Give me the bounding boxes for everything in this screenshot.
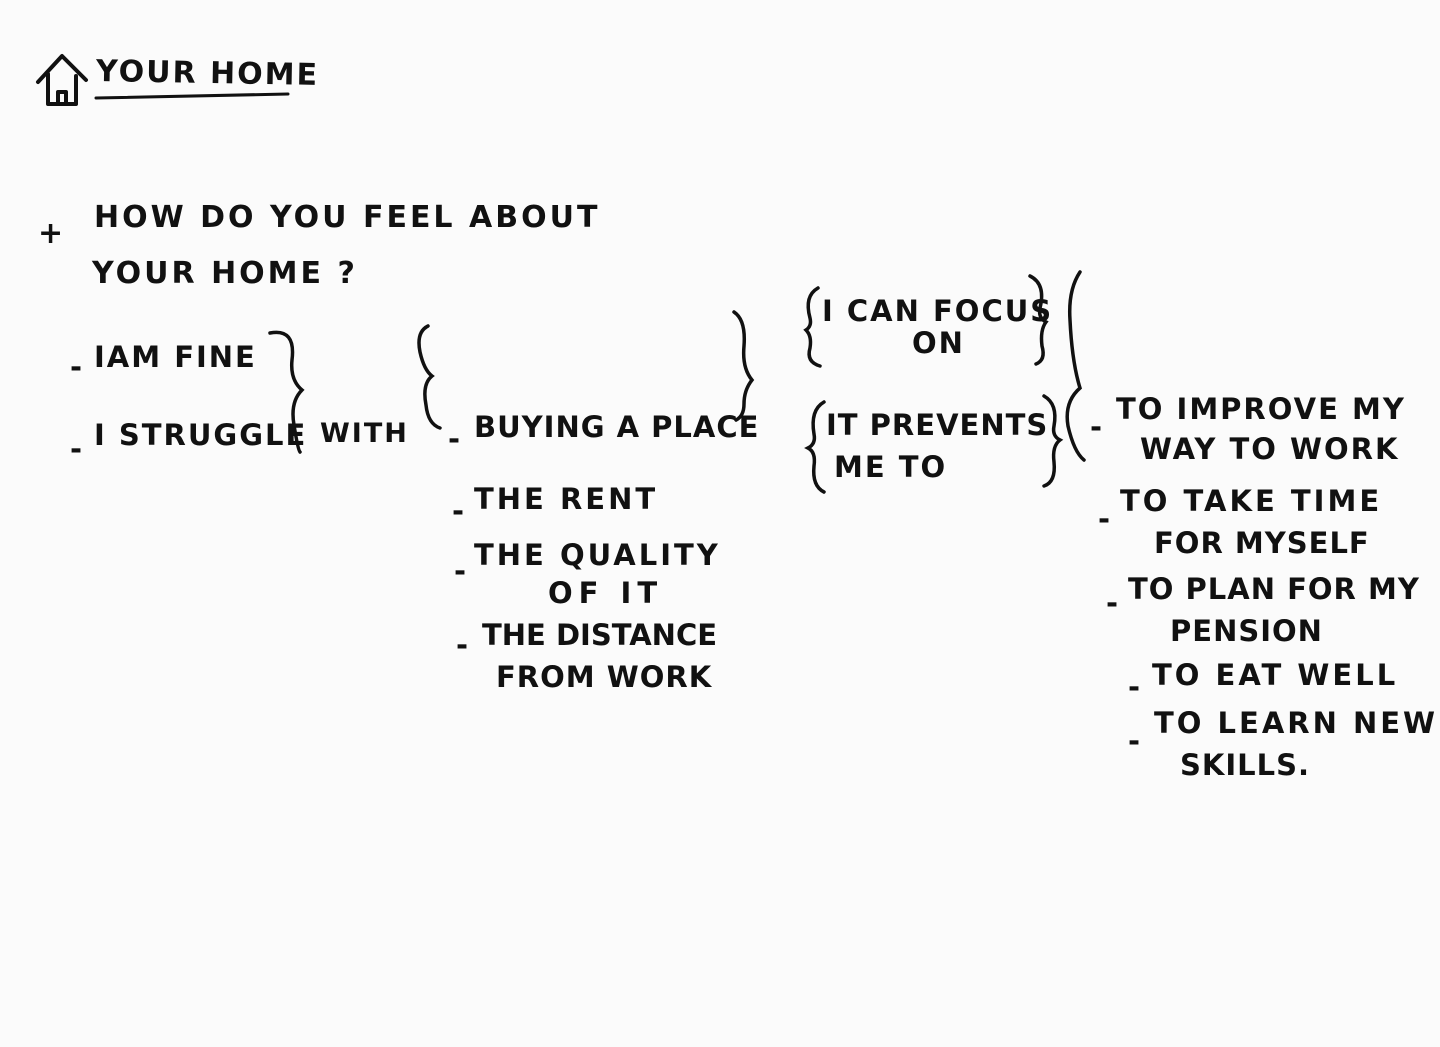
goal-4-bullet: - [1128, 670, 1143, 704]
feelings-close-bracket [268, 330, 305, 454]
page-title: YOUR HOME [95, 54, 320, 93]
effect-1-line-1: I CAN FOCUS [822, 294, 1054, 328]
goal-1-line-1: TO IMPROVE MY [1116, 392, 1406, 426]
effect2-open-curly [804, 400, 826, 494]
goals-open-curly [1065, 270, 1086, 462]
topics-open-curly [417, 324, 442, 430]
feeling-2-bullet: - [70, 432, 85, 466]
question-marker: + [38, 216, 66, 251]
topic-2-line-1: THE RENT [474, 482, 659, 516]
effect2-close-curly [1042, 394, 1064, 488]
question-line-1: HOW DO YOU FEEL ABOUT [94, 200, 601, 235]
goal-3-bullet: - [1106, 586, 1121, 620]
feeling-2-text: I STRUGGLE [94, 418, 308, 452]
topic-1-line-1: BUYING A PLACE [474, 410, 760, 444]
topic-4-line-2: FROM WORK [496, 660, 713, 694]
effect1-close-curly [1028, 274, 1049, 366]
goal-5-bullet: - [1128, 724, 1143, 758]
goal-2-bullet: - [1098, 502, 1113, 536]
topic-3-line-1: THE QUALITY [474, 538, 721, 572]
goal-4-line-1: TO EAT WELL [1152, 658, 1399, 692]
topics-close-curly [732, 310, 755, 422]
goal-5-line-1: TO LEARN NEW [1154, 706, 1439, 740]
effect-1-line-2: ON [912, 326, 965, 360]
title-underline [94, 92, 290, 100]
feeling-1-bullet: - [70, 350, 85, 384]
topic-3-bullet: - [454, 554, 469, 588]
topic-3-line-2: OF IT [548, 576, 664, 610]
goal-2-line-1: TO TAKE TIME [1120, 484, 1383, 518]
topic-1-bullet: - [448, 422, 463, 456]
effect-2-line-1: IT PREVENTS [826, 408, 1049, 442]
house-icon [36, 54, 88, 106]
topic-4-bullet: - [456, 628, 471, 662]
effect1-open-curly [803, 286, 822, 368]
goal-3-line-1: TO PLAN FOR MY [1128, 572, 1420, 606]
topic-2-bullet: - [452, 494, 467, 528]
goal-1-line-2: WAY TO WORK [1140, 432, 1400, 466]
goal-1-bullet: - [1090, 410, 1105, 444]
effect-2-line-2: ME TO [834, 450, 948, 484]
topic-4-line-1: THE DISTANCE [482, 618, 718, 652]
goal-3-line-2: PENSION [1170, 614, 1323, 648]
goal-5-line-2: SKILLS. [1180, 748, 1311, 782]
connector-with: WITH [320, 418, 409, 449]
feeling-1-text: IAM FINE [94, 340, 257, 374]
question-line-2: YOUR HOME ? [92, 256, 358, 291]
goal-2-line-2: FOR MYSELF [1154, 526, 1370, 560]
